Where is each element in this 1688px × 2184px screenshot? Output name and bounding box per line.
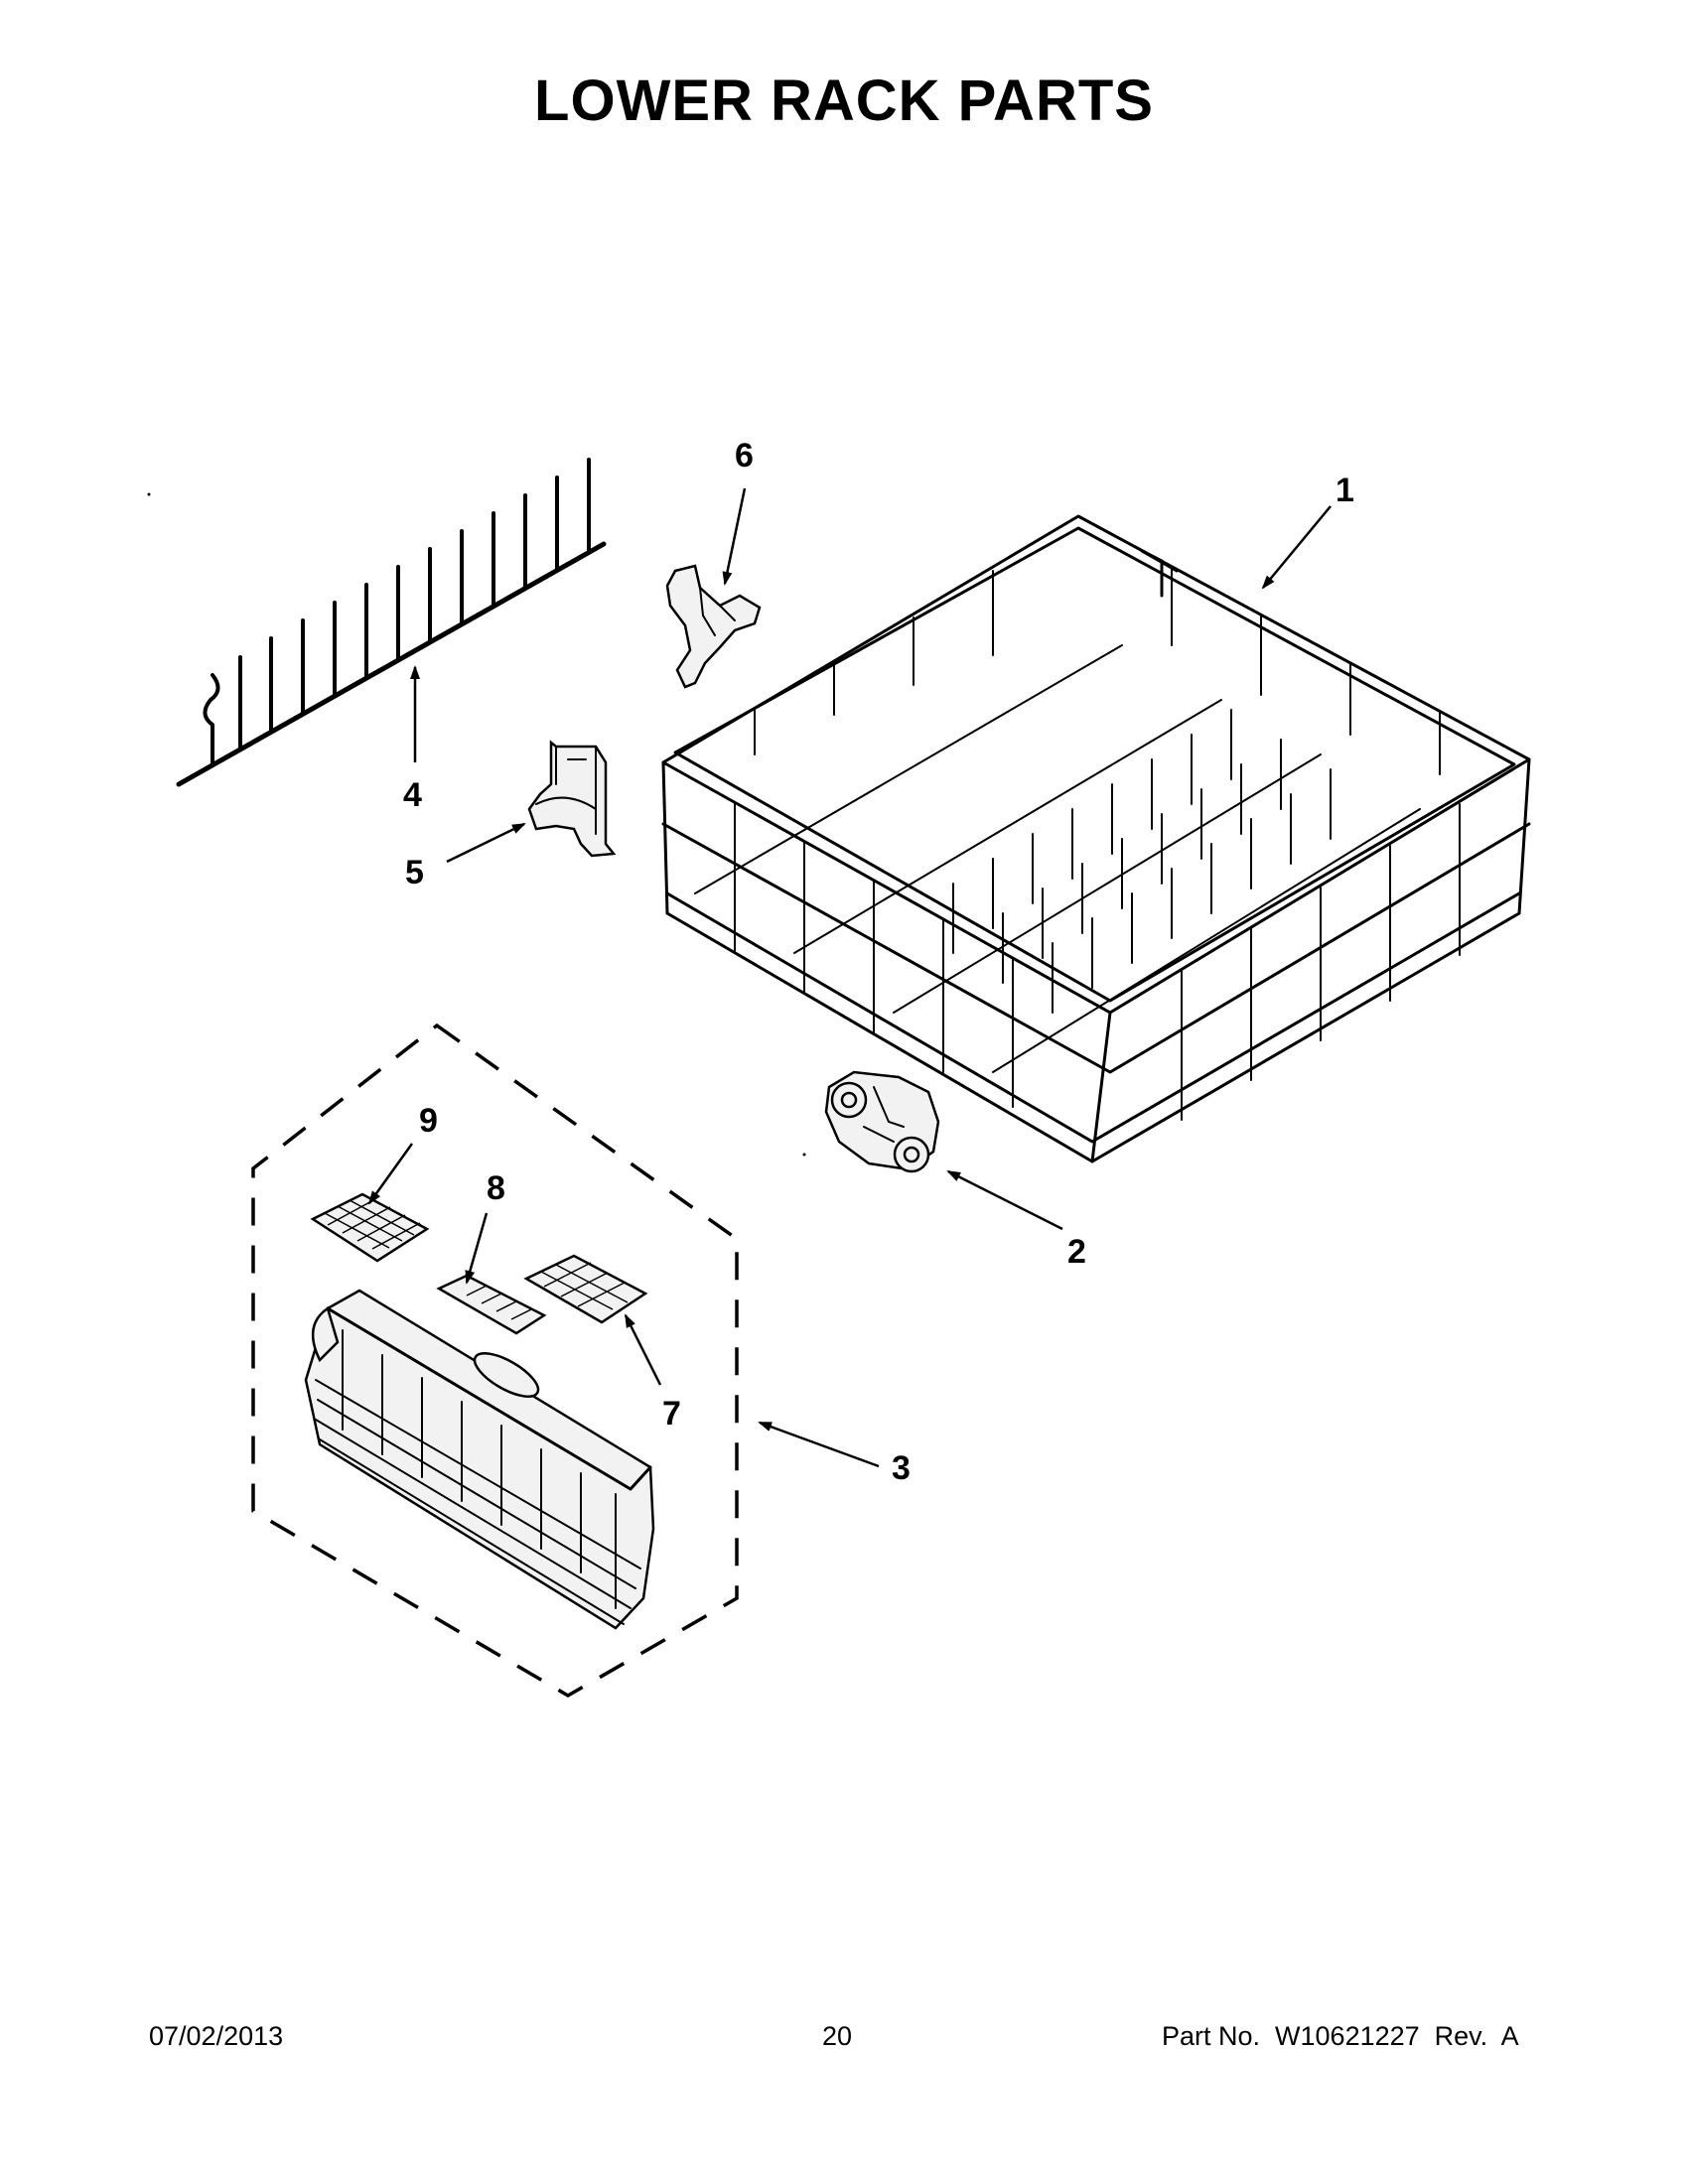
leader-6	[722, 487, 747, 586]
part-3-dashed-boundary	[251, 1023, 739, 1699]
footer-page-number: 20	[822, 2021, 853, 2051]
part-5-clip	[527, 740, 617, 858]
callout-2: 2	[1067, 1233, 1086, 1271]
callout-1: 1	[1336, 472, 1354, 509]
callout-3: 3	[892, 1449, 911, 1487]
part-9-basket-lid	[310, 1192, 430, 1263]
callout-7: 7	[662, 1395, 681, 1433]
leader-7	[624, 1313, 662, 1386]
part-7-basket-lid	[523, 1254, 648, 1324]
footer-part-number: Part No. W10621227 Rev. A	[1162, 2021, 1519, 2051]
part-4-tine-row	[176, 458, 607, 787]
leader-8	[465, 1212, 489, 1285]
callout-8: 8	[487, 1169, 505, 1207]
page-title: LOWER RACK PARTS	[534, 68, 1154, 133]
leader-5	[446, 822, 526, 864]
leader-9	[367, 1143, 414, 1205]
stray-mark	[147, 492, 151, 496]
part-2-roller-assembly	[824, 1070, 940, 1173]
footer-date: 07/02/2013	[149, 2021, 284, 2051]
callout-4: 4	[403, 776, 422, 814]
part-8-small-lid	[436, 1274, 547, 1335]
silverware-basket	[304, 1289, 655, 1630]
stray-mark	[802, 1153, 806, 1157]
callout-5: 5	[405, 854, 424, 891]
part-6-clip	[665, 564, 762, 689]
part-1-lower-rack	[661, 514, 1531, 1163]
callout-9: 9	[419, 1102, 438, 1140]
leader-1	[1261, 505, 1332, 590]
leader-3	[758, 1421, 880, 1468]
leader-2	[946, 1169, 1063, 1231]
callout-6: 6	[735, 437, 754, 475]
